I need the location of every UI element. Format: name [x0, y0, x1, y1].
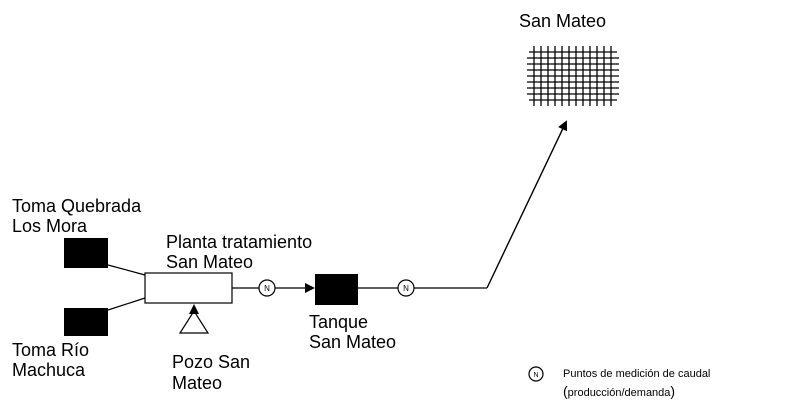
- legend-open-paren: (: [563, 383, 568, 399]
- pipe-rio-to-plant: [107, 297, 146, 311]
- legend-text-line2: (producción/demanda): [563, 384, 675, 400]
- legend-meter-symbol: N: [533, 372, 538, 379]
- tank-block: [315, 274, 358, 305]
- planta-label-line2: San Mateo: [166, 252, 254, 272]
- toma-quebrada-label-line1: Toma Quebrada: [12, 196, 142, 216]
- pozo-label-line1: Pozo San: [172, 352, 251, 372]
- legend-meter-icon: [528, 366, 544, 382]
- planta-label-line1: Planta tratamiento: [166, 232, 313, 252]
- city-grid-icon: [527, 46, 619, 106]
- tanque-label-line2: San Mateo: [309, 332, 397, 352]
- toma-rio-block: [64, 308, 108, 336]
- pipe-quebrada-to-plant: [107, 264, 146, 276]
- flow-meter-2-label: N: [403, 284, 409, 293]
- well-triangle-icon: [178, 309, 210, 334]
- flow-meter-1-label: N: [264, 284, 270, 293]
- toma-rio-label-line1: Toma Río: [12, 340, 90, 360]
- legend-close-paren: ): [670, 383, 676, 399]
- toma-rio-label-line2: Machuca: [12, 360, 86, 380]
- toma-quebrada-block: [64, 238, 108, 268]
- flow-meter-1-icon: [258, 279, 276, 297]
- legend-text-line1: Puntos de medición de caudal: [563, 368, 711, 380]
- pozo-label-line2: Mateo: [172, 373, 223, 393]
- toma-quebrada-label-line2: Los Mora: [12, 216, 88, 236]
- legend-text-line2-body: producción/demanda: [567, 387, 671, 399]
- tanque-label-line1: Tanque: [309, 312, 369, 332]
- pipe-bend-to-city: [486, 120, 568, 289]
- treatment-plant-box: [144, 272, 233, 304]
- san-mateo-city-label: San Mateo: [519, 11, 607, 31]
